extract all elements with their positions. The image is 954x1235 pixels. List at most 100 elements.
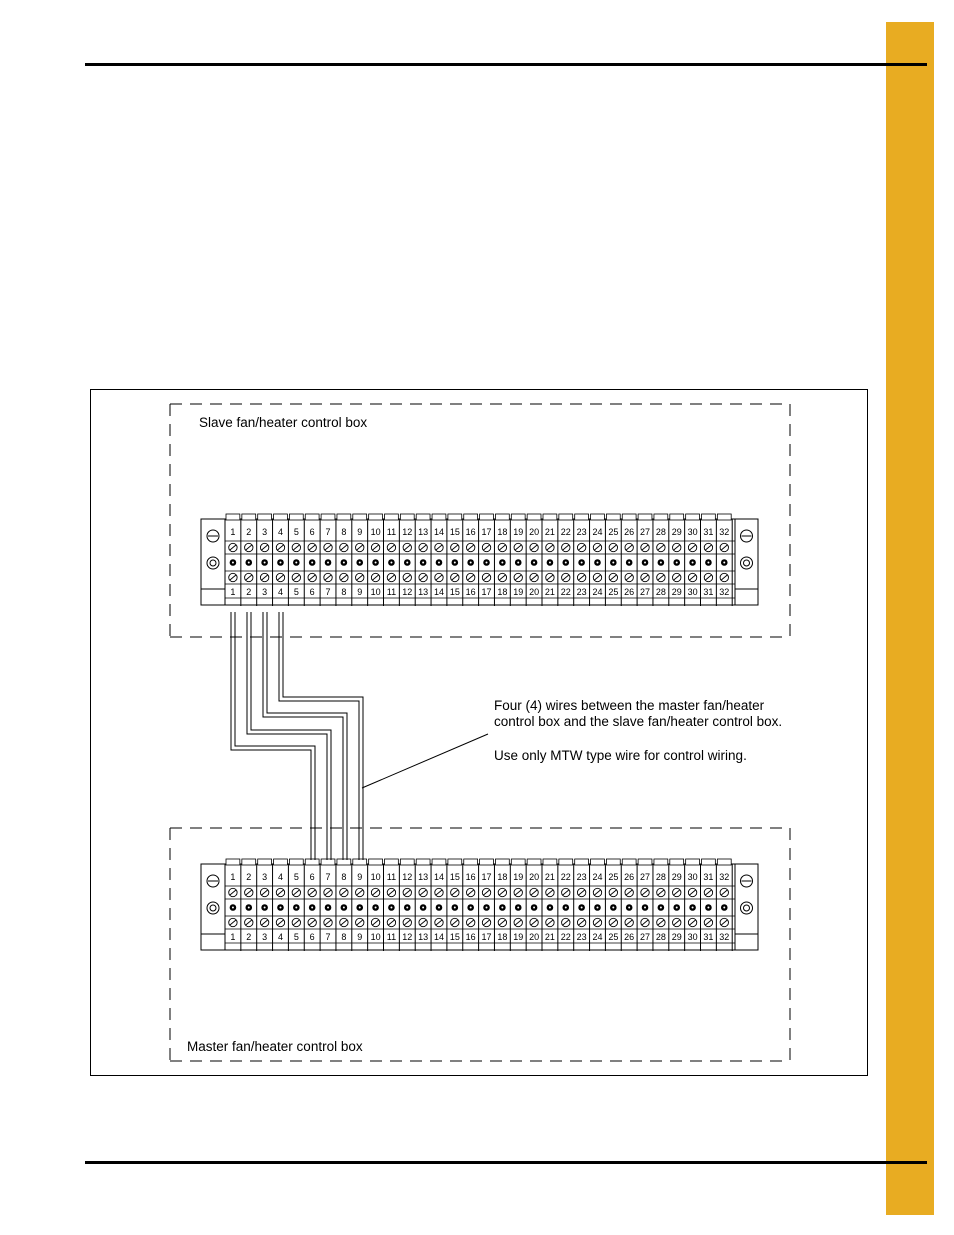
master-terminal-label-bottom: 13 (418, 932, 428, 942)
slave-terminal-label-bottom: 22 (561, 587, 571, 597)
slave-terminal-1: 11 (225, 513, 242, 606)
slave-terminal-label-bottom: 1 (230, 587, 235, 597)
slave-terminal-label-top: 6 (310, 527, 315, 537)
slave-terminal-label-bottom: 15 (450, 587, 460, 597)
slave-terminal-label-bottom: 26 (624, 587, 634, 597)
slave-terminal-label-top: 12 (402, 527, 412, 537)
master-terminal-label-top: 11 (387, 872, 396, 882)
slave-terminal-label-bottom: 3 (262, 587, 267, 597)
master-terminal-4: 44 (273, 858, 289, 951)
slave-terminal-label-top: 23 (577, 527, 587, 537)
slave-terminal-label-bottom: 21 (545, 587, 555, 597)
master-terminal-label-top: 27 (640, 872, 650, 882)
slave-terminal-label-top: 10 (371, 527, 381, 537)
slave-terminal-label-bottom: 11 (387, 587, 396, 597)
slave-terminal-label-bottom: 23 (577, 587, 587, 597)
wire-4 (278, 612, 364, 860)
slave-terminal-4: 44 (273, 513, 289, 606)
master-terminal-label-bottom: 10 (371, 932, 381, 942)
slave-end-bracket-left (200, 518, 226, 606)
slave-terminal-label-top: 15 (450, 527, 460, 537)
slave-terminal-label-top: 28 (656, 527, 666, 537)
slave-terminal-label-top: 22 (561, 527, 571, 537)
figure-frame (90, 389, 868, 1076)
master-terminal-label-bottom: 12 (402, 932, 412, 942)
slave-terminal-label-bottom: 27 (640, 587, 650, 597)
master-terminal-strip: 1122334455667788991010111112121313141415… (200, 858, 759, 951)
master-terminal-label-bottom: 29 (672, 932, 682, 942)
slave-terminal-label-top: 4 (278, 527, 283, 537)
slave-terminal-5: 55 (288, 513, 305, 606)
slave-terminal-label-bottom: 9 (357, 587, 362, 597)
master-terminal-11: 11 11 (384, 858, 400, 951)
master-terminal-label-bottom: 2 (246, 932, 251, 942)
slave-terminal-label-bottom: 31 (703, 587, 713, 597)
slave-terminal-label-bottom: 29 (672, 587, 682, 597)
master-terminal-label-bottom: 18 (497, 932, 507, 942)
slave-terminal-label-top: 25 (608, 527, 618, 537)
slave-terminal-label-top: 5 (294, 527, 299, 537)
master-terminal-label-top: 23 (577, 872, 587, 882)
master-terminal-label-bottom: 6 (310, 932, 315, 942)
master-terminal-label-bottom: 23 (577, 932, 587, 942)
note-line-3: Use only MTW type wire for control wirin… (494, 748, 747, 763)
slave-terminal-label-top: 19 (513, 527, 523, 537)
master-terminal-13: 13 13 (415, 858, 432, 951)
slave-terminal-label-bottom: 13 (418, 587, 428, 597)
master-terminal-5: 55 (288, 858, 305, 951)
master-terminal-label-bottom: 8 (341, 932, 346, 942)
slave-terminal-label-top: 30 (688, 527, 698, 537)
slave-terminal-23: 23 23 (574, 513, 591, 606)
master-terminal-7: 77 (320, 858, 337, 951)
slave-terminal-label-top: 17 (482, 527, 492, 537)
slave-terminal-label-bottom: 14 (434, 587, 444, 597)
master-terminal-label-top: 4 (278, 872, 283, 882)
master-terminal-label-top: 15 (450, 872, 460, 882)
master-terminal-label-bottom: 21 (545, 932, 555, 942)
master-terminal-label-top: 5 (294, 872, 299, 882)
slave-terminal-label-top: 7 (326, 527, 331, 537)
master-terminal-label-bottom: 22 (561, 932, 571, 942)
master-terminal-label-bottom: 30 (688, 932, 698, 942)
slave-terminal-label-bottom: 2 (246, 587, 251, 597)
master-end-bracket-left (200, 863, 226, 951)
slave-terminal-label-top: 2 (246, 527, 251, 537)
master-terminal-23: 23 23 (574, 858, 591, 951)
slave-terminal-label-bottom: 6 (310, 587, 315, 597)
master-terminal-label-bottom: 4 (278, 932, 283, 942)
master-terminal-label-top: 9 (357, 872, 362, 882)
slave-box-label: Slave fan/heater control box (199, 415, 367, 430)
master-terminal-label-top: 29 (672, 872, 682, 882)
note-line-2: control box and the slave fan/heater con… (494, 714, 782, 729)
master-terminal-label-bottom: 11 (387, 932, 396, 942)
master-terminal-label-bottom: 32 (719, 932, 729, 942)
master-terminal-label-bottom: 9 (357, 932, 362, 942)
header-rule (85, 63, 927, 66)
master-terminal-label-bottom: 5 (294, 932, 299, 942)
slave-terminal-label-top: 29 (672, 527, 682, 537)
slave-terminal-29: 29 29 (669, 513, 686, 606)
slave-terminal-label-top: 16 (466, 527, 476, 537)
slave-terminal-2: 22 (241, 513, 258, 606)
slave-terminal-label-top: 27 (640, 527, 650, 537)
master-terminal-label-bottom: 14 (434, 932, 444, 942)
master-terminal-label-top: 13 (418, 872, 428, 882)
master-terminal-label-bottom: 17 (482, 932, 492, 942)
master-box-label: Master fan/heater control box (187, 1039, 363, 1054)
